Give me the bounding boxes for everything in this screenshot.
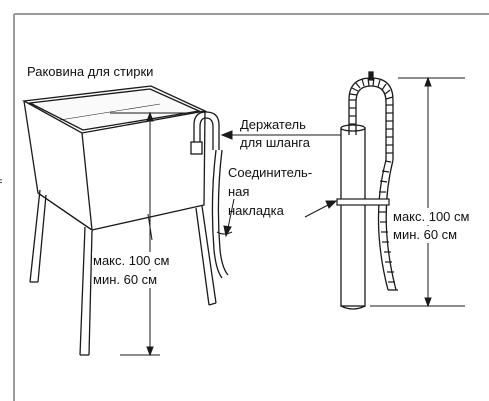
left-dimension [110,111,190,357]
right-min-height-label: мин. 60 см [392,226,459,243]
left-max-height-label: макс. 100 см [92,252,171,269]
sink-label: Раковина для стирки [27,64,154,79]
laundry-sink [21,85,217,356]
hose-holder-label-line1: Держатель [240,117,306,132]
right-dimension [370,76,465,308]
hose-corrugations [349,77,395,283]
connector-label-line2: ная [228,184,250,199]
connector-label-line3: накладка [228,203,284,218]
connector-arrows [223,198,338,238]
left-min-height-label: мин. 60 см [92,271,159,288]
standpipe [340,124,366,310]
sink-hose [190,111,233,279]
hose-holder-label-line2: для шланга [240,135,310,150]
connector-strap [336,198,390,206]
margin-mark: II [0,178,5,184]
border-lines [13,13,489,401]
connector-label-line1: Соединитель- [228,165,313,180]
right-max-height-label: макс. 100 см [392,208,471,225]
